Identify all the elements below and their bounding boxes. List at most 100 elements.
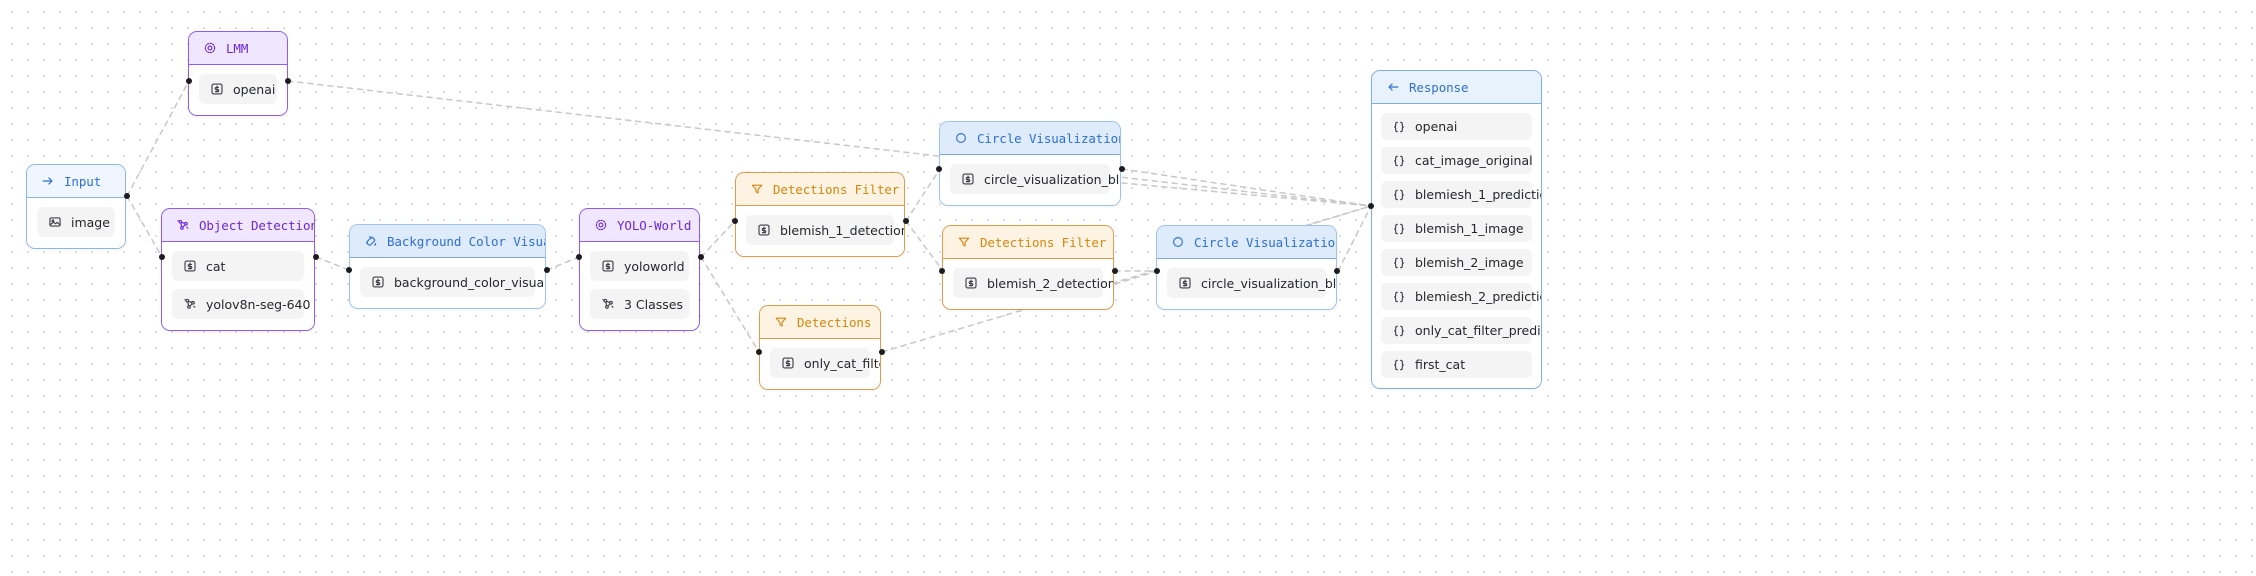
arrow-left-icon [1386, 80, 1400, 94]
node-response-field[interactable]: blemiesh_2_predictions [1381, 283, 1541, 310]
node-detections-filter-2[interactable]: Detections Filter blemish_2_detections_fi… [942, 225, 1114, 310]
port-odm-out[interactable] [313, 254, 319, 260]
image-icon [48, 215, 62, 229]
node-graph-icon [183, 297, 197, 311]
node-circle-visualization-1-header[interactable]: Circle Visualization [940, 122, 1120, 155]
node-detections-filter-3-header[interactable]: Detections Filter [760, 306, 880, 339]
node-yolo-world-model-field[interactable]: 3 Classes [590, 289, 689, 319]
node-circle-visualization-1-title: Circle Visualization [977, 130, 1121, 146]
node-background-color-visualization-field[interactable]: background_color_visualization [360, 267, 545, 297]
port-f2-out[interactable] [1112, 268, 1118, 274]
port-odm-in[interactable] [159, 254, 165, 260]
node-response[interactable]: Response openai cat_image_original blemiesh… [1371, 70, 1542, 389]
port-bg-in[interactable] [346, 267, 352, 273]
edge-input-to-lmm [126, 80, 190, 197]
node-detections-filter-2-field-label: blemish_2_detections_filter [987, 275, 1113, 291]
node-yolo-world-model[interactable]: YOLO-World Model yoloworld 3 Classes [579, 208, 700, 331]
port-c1-in[interactable] [936, 166, 942, 172]
node-response-field[interactable]: openai [1381, 113, 1532, 140]
node-background-color-visualization[interactable]: Background Color Visualization background… [349, 224, 546, 309]
node-circle-visualization-2-body: circle_visualization_blemish_2 [1157, 259, 1336, 309]
braces-icon [1392, 256, 1406, 270]
node-response-header[interactable]: Response [1372, 71, 1541, 104]
node-input-body: image [27, 198, 125, 248]
node-detections-filter-1[interactable]: Detections Filter blemish_1_detections_fi… [735, 172, 905, 257]
node-lmm-field[interactable]: openai [199, 74, 277, 104]
node-response-field[interactable]: cat_image_original [1381, 147, 1533, 174]
node-input-header[interactable]: Input [27, 165, 125, 198]
node-circle-visualization-2-header[interactable]: Circle Visualization [1157, 226, 1336, 259]
node-response-field[interactable]: first_cat [1381, 351, 1532, 378]
node-yolo-world-model-field[interactable]: yoloworld [590, 251, 689, 281]
node-detections-filter-1-body: blemish_1_detections_filter [736, 206, 904, 256]
node-response-field[interactable]: blemiesh_1_predictions [1381, 181, 1541, 208]
node-input-field[interactable]: image [37, 207, 115, 237]
arrow-right-icon [41, 174, 55, 188]
node-detections-filter-1-title: Detections Filter [773, 181, 900, 197]
port-f3-in[interactable] [756, 349, 762, 355]
port-yw-out[interactable] [698, 254, 704, 260]
node-object-detection-model-field[interactable]: cat [172, 251, 304, 281]
node-background-color-visualization-title: Background Color Visualization [387, 233, 545, 249]
node-detections-filter-3-body: only_cat_filter [760, 339, 880, 389]
braces-icon [1392, 358, 1406, 372]
dollar-badge-icon [964, 276, 978, 290]
port-f2-in[interactable] [939, 268, 945, 274]
node-circle-visualization-2-field-label: circle_visualization_blemish_2 [1201, 275, 1337, 291]
node-response-field[interactable]: only_cat_filter_predictions [1381, 317, 1541, 344]
node-detections-filter-2-body: blemish_2_detections_filter [943, 259, 1113, 309]
node-lmm-header[interactable]: LMM [189, 32, 287, 65]
port-c1-out[interactable] [1119, 166, 1125, 172]
node-object-detection-model-title: Object Detection Model [199, 217, 315, 233]
node-detections-filter-3[interactable]: Detections Filter only_cat_filter [759, 305, 881, 390]
node-circle-visualization-1-field[interactable]: circle_visualization_blemish_1 [950, 164, 1120, 194]
circle-icon [1171, 235, 1185, 249]
node-detections-filter-3-field[interactable]: only_cat_filter [770, 348, 880, 378]
node-background-color-visualization-header[interactable]: Background Color Visualization [350, 225, 545, 258]
node-yolo-world-model-body: yoloworld 3 Classes [580, 242, 699, 330]
node-object-detection-model-field[interactable]: yolov8n-seg-640 [172, 289, 310, 319]
port-c2-in[interactable] [1154, 268, 1160, 274]
node-detections-filter-1-header[interactable]: Detections Filter [736, 173, 904, 206]
node-lmm-title: LMM [226, 40, 249, 56]
node-yolo-world-model-field-label: yoloworld [624, 258, 685, 274]
node-detections-filter-2-field[interactable]: blemish_2_detections_filter [953, 268, 1113, 298]
node-circle-visualization-2-field[interactable]: circle_visualization_blemish_2 [1167, 268, 1336, 298]
braces-icon [1392, 120, 1406, 134]
node-detections-filter-2-header[interactable]: Detections Filter [943, 226, 1113, 259]
node-yolo-world-model-header[interactable]: YOLO-World Model [580, 209, 699, 242]
node-circle-visualization-2[interactable]: Circle Visualization circle_visualization… [1156, 225, 1337, 310]
node-input[interactable]: Input image [26, 164, 126, 249]
node-circle-visualization-1[interactable]: Circle Visualization circle_visualization… [939, 121, 1121, 206]
port-lmm-out[interactable] [285, 78, 291, 84]
port-input-out[interactable] [124, 193, 130, 199]
funnel-icon [957, 235, 971, 249]
dollar-badge-icon [183, 259, 197, 273]
node-lmm-field-label: openai [233, 81, 276, 97]
circle-icon [954, 131, 968, 145]
dollar-badge-icon [210, 82, 224, 96]
node-object-detection-model[interactable]: Object Detection Model cat yolov8n-seg-640 [161, 208, 315, 331]
port-c2-out[interactable] [1334, 268, 1340, 274]
port-yw-in[interactable] [576, 254, 582, 260]
port-lmm-in[interactable] [186, 78, 192, 84]
node-response-field-label: only_cat_filter_predictions [1415, 323, 1541, 338]
port-bg-out[interactable] [544, 267, 550, 273]
node-response-field[interactable]: blemish_1_image [1381, 215, 1532, 242]
port-response-in[interactable] [1368, 203, 1374, 209]
node-background-color-visualization-body: background_color_visualization [350, 258, 545, 308]
node-detections-filter-1-field[interactable]: blemish_1_detections_filter [746, 215, 904, 245]
node-lmm[interactable]: LMM openai [188, 31, 288, 116]
node-response-field[interactable]: blemish_2_image [1381, 249, 1532, 276]
dollar-badge-icon [1178, 276, 1192, 290]
node-response-field-label: openai [1415, 119, 1458, 134]
braces-icon [1392, 188, 1406, 202]
port-f1-in[interactable] [732, 218, 738, 224]
port-f3-out[interactable] [879, 349, 885, 355]
edge-circle1f-to-response [1121, 182, 1372, 207]
dollar-badge-icon [961, 172, 975, 186]
node-object-detection-model-header[interactable]: Object Detection Model [162, 209, 314, 242]
node-circle-visualization-1-field-label: circle_visualization_blemish_1 [984, 171, 1120, 187]
port-f1-out[interactable] [903, 218, 909, 224]
